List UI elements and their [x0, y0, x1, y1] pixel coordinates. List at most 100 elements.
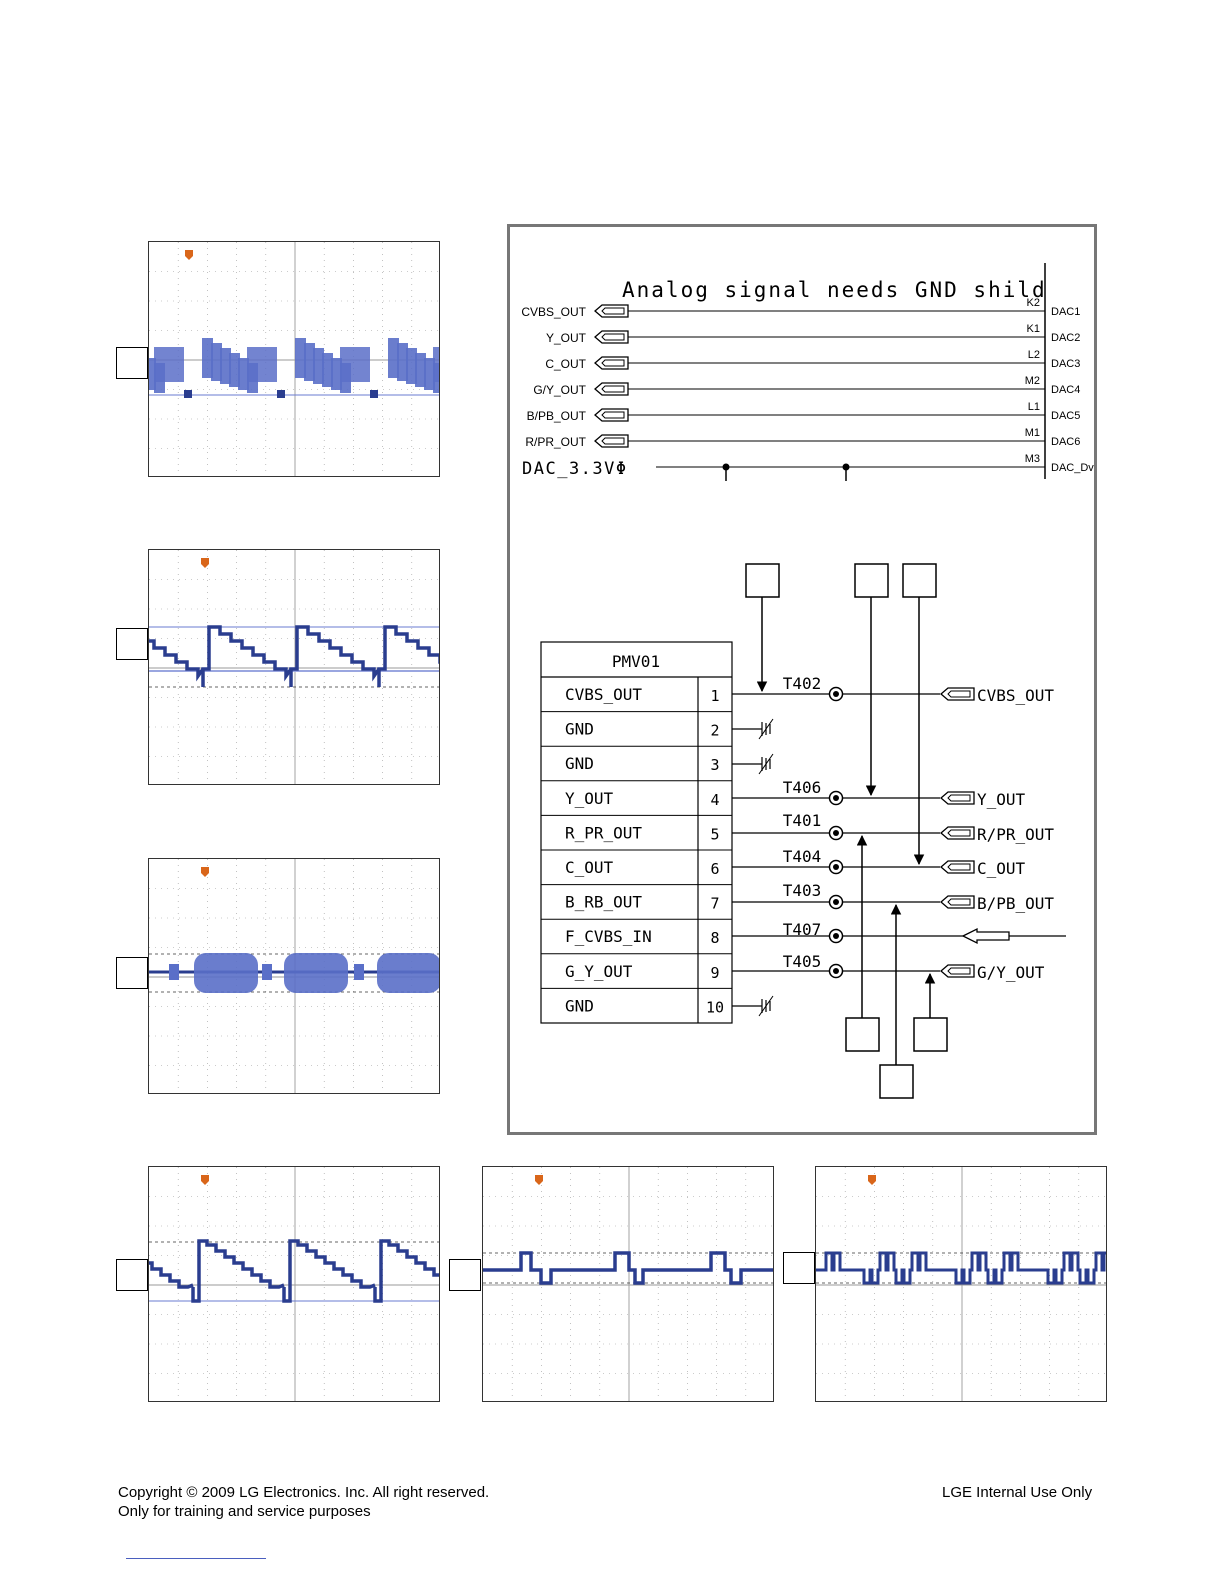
waveform-trace [149, 1239, 439, 1303]
test-point-label: T401 [783, 811, 822, 830]
copyright-text: Copyright © 2009 LG Electronics. Inc. Al… [118, 1484, 490, 1501]
connector-pmv01: PMV01 [540, 641, 733, 1024]
pin-row: C_OUT 6 [541, 858, 732, 886]
waveform-trace [149, 625, 439, 687]
output-port: R/PR_OUT [940, 825, 1054, 844]
pin-row: GND 2 [541, 720, 732, 747]
trigger-marker [201, 1175, 209, 1185]
output-port-label: G/Y_OUT [977, 963, 1045, 982]
pin-number: 2 [710, 722, 719, 740]
pin-label: GND [565, 996, 594, 1015]
output-port: CVBS_OUT [940, 686, 1054, 705]
scope-grid [816, 1167, 1106, 1401]
callout-box [116, 628, 148, 660]
dac-signal-label: R/PR_OUT [525, 435, 586, 449]
dac-pin-label: DAC3 [1051, 358, 1080, 370]
dac-pin-label: DAC1 [1051, 306, 1080, 318]
pin-label: Y_OUT [565, 789, 614, 808]
trigger-marker [201, 867, 209, 877]
probe-arrows [756, 597, 936, 1065]
callout-box [449, 1259, 481, 1291]
waveform-2 [149, 550, 439, 784]
pin-label: C_OUT [565, 858, 614, 877]
pin-label: GND [565, 720, 594, 739]
trigger-marker [185, 250, 193, 260]
dac-pin-label: DAC_Dv [1051, 462, 1094, 474]
dac-signal-label: Y_OUT [546, 331, 587, 345]
pin-number: 7 [710, 895, 719, 913]
dac-power-row: DAC_3.3VΦ M3 DAC_Dv [522, 453, 1094, 481]
test-point: T406 [783, 778, 844, 806]
waveform-4 [149, 1167, 439, 1401]
dac-ball-label: M1 [1025, 427, 1040, 439]
dac-row: CVBS_OUT K2 DAC1 [521, 297, 1080, 319]
dac-row: R/PR_OUT M1 DAC6 [525, 427, 1080, 449]
pin-label: B_RB_OUT [565, 893, 642, 912]
test-point: T403 [783, 881, 844, 910]
pin-label: G_Y_OUT [565, 962, 633, 981]
pin-number: 8 [710, 929, 719, 947]
callout-box [116, 957, 148, 989]
purpose-text: Only for training and service purposes [118, 1503, 371, 1520]
dac-row: C_OUT L2 DAC3 [545, 349, 1080, 371]
pin-row: G_Y_OUT 9 [541, 962, 732, 989]
test-point-label: T402 [783, 674, 822, 693]
pin-number: 4 [710, 791, 719, 809]
pin-number: 9 [710, 964, 719, 982]
oscilloscope-panel-1 [148, 241, 440, 477]
oscilloscope-panel-3 [148, 858, 440, 1094]
dac-ball-label: L2 [1028, 349, 1040, 361]
pin-row: B_RB_OUT 7 [541, 893, 732, 920]
trigger-marker [535, 1175, 543, 1185]
connector-pin-rows: CVBS_OUT 1 GND 2 GND 3 Y_OUT 4 R_PR_OUT … [541, 685, 732, 1016]
output-port-label: R/PR_OUT [977, 825, 1054, 844]
callout-box [783, 1252, 815, 1284]
gnd-shield-note: Analog signal needs GND shild [622, 278, 1047, 302]
test-point-label: T407 [783, 920, 822, 939]
pin-row: Y_OUT 4 [541, 789, 732, 816]
waveform-trace [816, 1251, 1106, 1285]
waveform-3 [149, 859, 439, 1093]
callout-box [116, 347, 148, 379]
dac-signal-label: C_OUT [545, 357, 586, 371]
dac-ball-label: K2 [1027, 297, 1040, 309]
test-point: T407 [783, 920, 844, 944]
dac-ball-label: K1 [1027, 323, 1040, 335]
footer-link-underline [126, 1558, 266, 1559]
trigger-marker [201, 558, 209, 568]
pin-label: CVBS_OUT [565, 685, 642, 704]
test-point-label: T405 [783, 952, 822, 971]
output-port-label: CVBS_OUT [977, 686, 1054, 705]
dac-ball-label: L1 [1028, 401, 1040, 413]
test-point-label: T404 [783, 847, 822, 866]
pin-label: GND [565, 754, 594, 773]
dac-signal-label: B/PB_OUT [527, 409, 587, 423]
schematic-frame: Analog signal needs GND shild CVBS_OUT K… [507, 224, 1097, 1135]
output-port: Y_OUT [940, 790, 1026, 809]
oscilloscope-panel-2 [148, 549, 440, 785]
pin-row: F_CVBS_IN 8 [541, 927, 732, 955]
trigger-marker [868, 1175, 876, 1185]
dac-ball-label: M3 [1025, 453, 1040, 465]
callout-box [116, 1259, 148, 1291]
pin-label: F_CVBS_IN [565, 927, 652, 946]
internal-use-text: LGE Internal Use Only [942, 1484, 1093, 1501]
dac-pin-label: DAC4 [1051, 384, 1080, 396]
schematic-svg: Analog signal needs GND shild CVBS_OUT K… [521, 263, 1094, 1099]
dac-row: Y_OUT K1 DAC2 [546, 323, 1080, 345]
dac-signal-label: G/Y_OUT [533, 383, 586, 397]
test-points: T402 T406 T401 T404 T403 T407 T405 [783, 674, 844, 979]
dac-row: G/Y_OUT M2 DAC4 [533, 375, 1080, 397]
test-point-label: T406 [783, 778, 822, 797]
probe-callouts [745, 563, 948, 1099]
pin-number: 6 [710, 860, 719, 878]
waveform-trace [483, 1251, 773, 1285]
waveform-trace [149, 953, 439, 993]
input-arrow [961, 927, 1010, 945]
test-point-label: T403 [783, 881, 822, 900]
dac-pin-label: DAC6 [1051, 436, 1080, 448]
waveform-trace [149, 338, 439, 398]
pin-row: R_PR_OUT 5 [541, 823, 732, 851]
dac-pin-label: DAC5 [1051, 410, 1080, 422]
dac-pin-label: DAC2 [1051, 332, 1080, 344]
